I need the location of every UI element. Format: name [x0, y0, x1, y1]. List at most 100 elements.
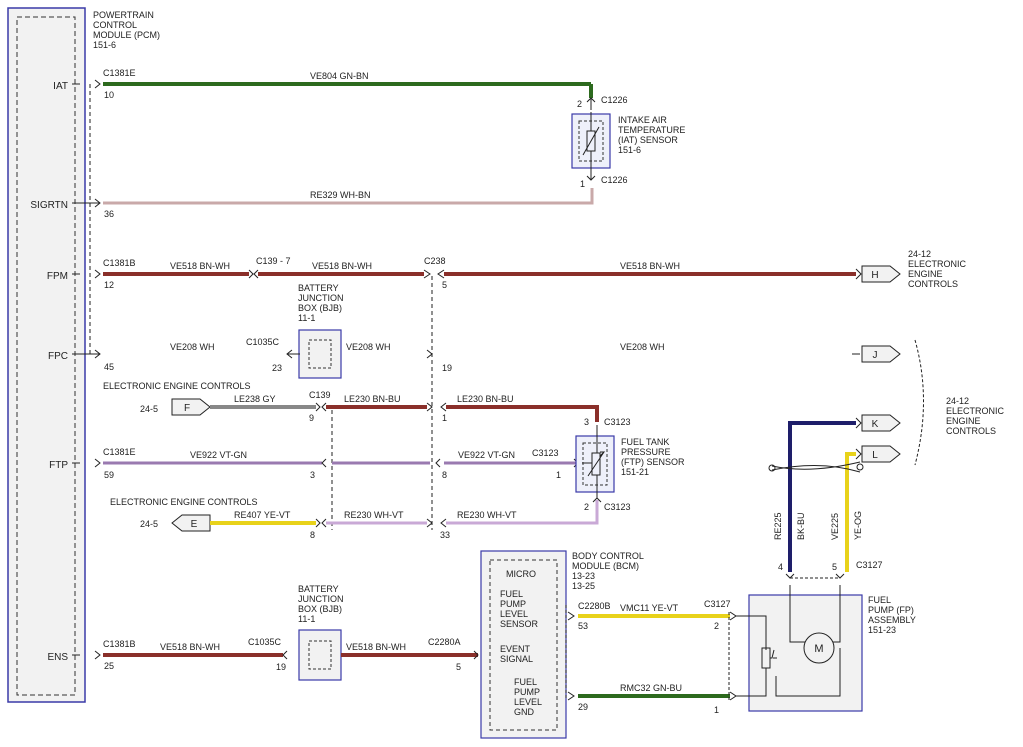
wire-re329 — [103, 188, 594, 205]
bjb1-title-1: BATTERY — [298, 283, 339, 293]
bjb2-title-2: JUNCTION — [298, 594, 344, 604]
eec-top-3: ENGINE — [908, 269, 943, 279]
twisted-pair-mark — [771, 461, 861, 473]
sigrtn-pin: 36 — [104, 209, 114, 219]
vmc-pin-left: 53 — [578, 621, 588, 631]
re-ref: 24-5 — [140, 519, 158, 529]
wire-le230-b — [446, 405, 599, 422]
pcm-title-4: 151-6 — [93, 40, 116, 50]
pin-label-ens: ENS — [47, 652, 68, 663]
bcm-gnd-3: LEVEL — [514, 697, 542, 707]
pcm-title-2: CONTROL — [93, 20, 137, 30]
fpm-connector: C1381B — [103, 258, 136, 268]
iat-pin: 10 — [104, 90, 114, 100]
ftp-conn: C3123 — [532, 448, 559, 458]
pin-label-iat: IAT — [53, 81, 68, 92]
connector-j-label: J — [873, 350, 878, 361]
le-conn: C3123 — [604, 417, 631, 427]
vmc-conn: C2280B — [578, 601, 611, 611]
fuel-pump-assembly: FUEL PUMP (FP) ASSEMBLY 151-23 M 4 5 C31… — [736, 560, 916, 712]
iat-pin-bottom: 1 — [580, 179, 585, 189]
iat-sensor-title-1: INTAKE AIR — [618, 115, 667, 125]
ens-conn3: C2280A — [428, 637, 461, 647]
fp-conn: C3127 — [856, 560, 883, 570]
c238-inline-mark — [423, 269, 445, 279]
iat-sensor-title-4: 151-6 — [618, 145, 641, 155]
le-wire2: LE230 BN-BU — [344, 394, 401, 404]
bjb1-title-3: BOX (BJB) — [298, 303, 342, 313]
iat-sensor-conn-top: C1226 — [601, 95, 628, 105]
bjb1-title-4: 11-1 — [298, 313, 315, 323]
bjb-1: BATTERY JUNCTION BOX (BJB) 11-1 — [298, 283, 344, 379]
le-ref: 24-5 — [140, 404, 158, 414]
re-conn: C3123 — [604, 502, 631, 512]
fpm-pin: 12 — [104, 280, 114, 290]
fp-pin5: 5 — [832, 562, 837, 572]
vmc-wire: VMC11 YE-VT — [620, 603, 679, 613]
fpc-pin: 45 — [104, 362, 114, 372]
connector-f-label: F — [184, 403, 190, 414]
fpc-wire2: VE208 WH — [346, 342, 391, 352]
iat-sensor-conn-bottom: C1226 — [601, 175, 628, 185]
bjb-2: BATTERY JUNCTION BOX (BJB) 11-1 — [298, 584, 344, 681]
ftp-connector: C1381E — [103, 447, 136, 457]
fpc-wire3: VE208 WH — [620, 342, 665, 352]
bcm-sensor-3: LEVEL — [500, 609, 528, 619]
le-wire3: LE230 BN-BU — [457, 394, 514, 404]
iat-wire-label: VE804 GN-BN — [310, 71, 369, 81]
eec-right-4: CONTROLS — [946, 426, 996, 436]
fpm-wire3: VE518 BN-WH — [620, 261, 680, 271]
fpc-connector: C1035C — [246, 337, 280, 347]
bcm-gnd-4: GND — [514, 707, 535, 717]
pin-label-sigrtn: SIGRTN — [30, 200, 68, 211]
eec-top-1: 24-12 — [908, 249, 931, 259]
iat-arrow-bottom — [586, 170, 596, 181]
fpc-pin-left: 23 — [272, 363, 282, 373]
eec-top-4: CONTROLS — [908, 279, 958, 289]
bcm-title-2: MODULE (BCM) — [572, 561, 639, 571]
re-circuit: ELECTRONIC ENGINE CONTROLS 24-5 E RE407 … — [110, 497, 631, 540]
bcm-sensor-4: SENSOR — [500, 619, 539, 629]
ens-connector: C1381B — [103, 639, 136, 649]
fp-pin4: 4 — [778, 562, 783, 572]
ftp-pin: 59 — [104, 470, 114, 480]
ens-pin-right: 5 — [456, 662, 461, 672]
sigrtn-circuit: 36 RE329 WH-BN — [103, 188, 594, 219]
pin-label-fpc: FPC — [48, 351, 68, 362]
bcm-event-2: SIGNAL — [500, 654, 533, 664]
pcm-inner-box — [16, 16, 76, 696]
ens-pin: 25 — [104, 661, 114, 671]
connector-l-label: L — [872, 450, 878, 461]
rmc-pin-left: 29 — [578, 702, 588, 712]
fp-motor-label: M — [814, 643, 823, 655]
fp-wire-ve: VE225 — [830, 513, 840, 540]
le-pin-right: 1 — [442, 413, 447, 423]
bcm-title-3: 13-23 — [572, 571, 595, 581]
bcm-sensor-1: FUEL — [500, 589, 523, 599]
fpm-wire2: VE518 BN-WH — [312, 261, 372, 271]
fp-title-1: FUEL — [868, 595, 891, 605]
le-c139: C139 — [309, 390, 331, 400]
fpm-c139: C139 - 7 — [256, 256, 291, 266]
ens-circuit: C1381B 25 VE518 BN-WH C1035C 19 VE518 BN… — [103, 637, 479, 672]
connector-f — [171, 398, 211, 416]
wire-ve225 — [845, 452, 856, 572]
rmc-wire: RMC32 GN-BU — [620, 683, 682, 693]
connector-j: J — [852, 345, 901, 363]
eec-top-2: ELECTRONIC — [908, 259, 967, 269]
pin-label-ftp: FTP — [49, 460, 68, 471]
fpm-wire1: VE518 BN-WH — [170, 261, 230, 271]
eec-label-2: ELECTRONIC ENGINE CONTROLS — [110, 497, 258, 507]
bcm-gnd-1: FUEL — [514, 677, 537, 687]
bjb2-title-3: BOX (BJB) — [298, 604, 342, 614]
pcm-title-1: POWERTRAIN — [93, 10, 154, 20]
fp-title-2: PUMP (FP) — [868, 605, 914, 615]
ftp-wire1: VE922 VT-GN — [190, 450, 247, 460]
eec-right-3: ENGINE — [946, 416, 981, 426]
eec-right-1: 24-12 — [946, 396, 969, 406]
bcm-outer-box — [480, 550, 567, 739]
ftp-sensor-title-4: 151-21 — [621, 467, 649, 477]
bcm-gnd-2: PUMP — [514, 687, 540, 697]
ftp-pin-right: 8 — [442, 470, 447, 480]
